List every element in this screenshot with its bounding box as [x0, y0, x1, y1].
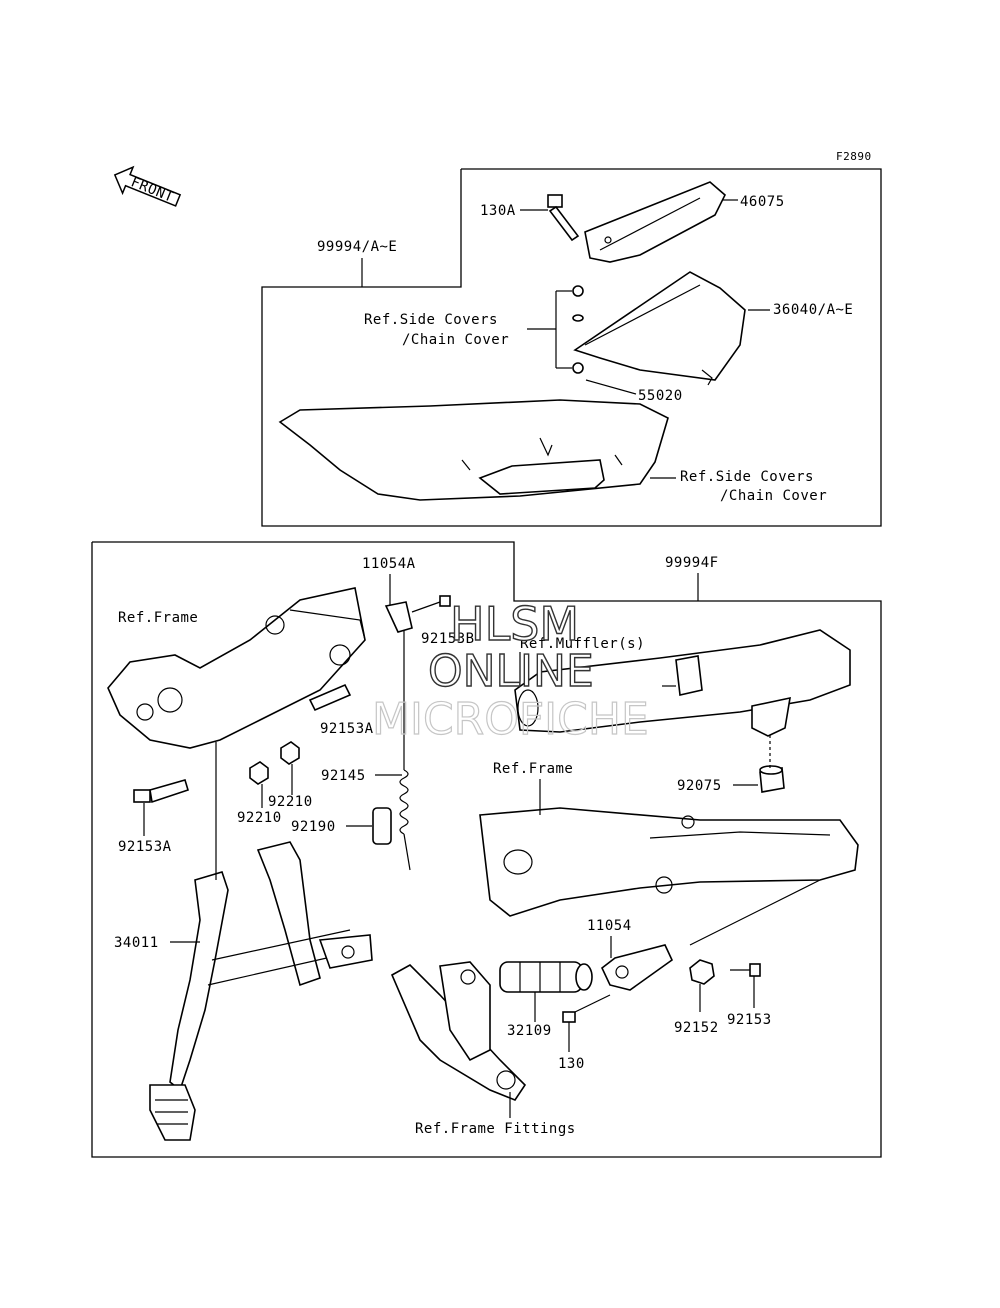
label-92210-2: 92210: [237, 810, 282, 826]
label-46075: 46075: [740, 194, 785, 210]
part-92075-damper: [759, 765, 785, 793]
watermark-line2: ONLINE: [428, 646, 594, 697]
part-92153A-bolt-upper: [308, 683, 352, 712]
watermark-line1: HLSM: [450, 597, 579, 651]
part-55020-strip: [585, 379, 637, 395]
part-92190-collar: [372, 807, 392, 845]
label-36040: 36040/A~E: [773, 302, 853, 318]
muffler: [514, 629, 851, 737]
frame-casting: [107, 587, 366, 749]
rear-frame: [479, 807, 859, 917]
group-code-lower: 99994F: [665, 555, 719, 571]
label-92153A-2: 92153A: [118, 839, 172, 855]
watermark-line3: MICROFICHE: [372, 694, 649, 745]
part-92153B-bolt: [411, 595, 451, 613]
label-92210-1: 92210: [268, 794, 313, 810]
part-92145-spring: [399, 630, 411, 871]
label-55020: 55020: [638, 388, 683, 404]
label-92153B: 92153B: [421, 631, 475, 647]
part-46075-bracket: [584, 181, 726, 263]
label-34011: 34011: [114, 935, 159, 951]
part-34011-center-stand: [149, 841, 373, 1141]
part-11054A-bracket: [384, 601, 413, 633]
part-130-bolt: [562, 994, 611, 1023]
part-11054-bracket: [601, 879, 821, 991]
label-92145: 92145: [321, 768, 366, 784]
part-130A-bolt: [547, 194, 580, 242]
part-92153-bolt: [730, 963, 761, 977]
frame-fittings-bracket: [390, 961, 527, 1101]
watermark: HLSM ONLINE MICROFICHE: [371, 596, 649, 745]
label-32109: 32109: [507, 1023, 552, 1039]
label-92153A-1: 92153A: [320, 721, 374, 737]
ref-side-covers-1b: /Chain Cover: [402, 332, 509, 348]
ref-muffler: Ref.Muffler(s): [520, 636, 645, 652]
label-92075: 92075: [677, 778, 722, 794]
rear-cowl: [278, 399, 669, 501]
part-92210-nuts: [249, 741, 300, 785]
lower-group-frame: [91, 541, 882, 1158]
fastener-stack: [572, 285, 584, 374]
label-92152: 92152: [674, 1020, 719, 1036]
upper-group-frame: [261, 168, 882, 527]
ref-side-covers-2b: /Chain Cover: [720, 488, 827, 504]
ref-frame-1: Ref.Frame: [118, 610, 198, 626]
part-36040-side-cover: [573, 271, 746, 386]
ref-side-covers-1a: Ref.Side Covers: [364, 312, 498, 328]
part-92153A-bolt-lower: [133, 779, 189, 804]
label-11054: 11054: [587, 918, 632, 934]
part-92152-collar: [689, 959, 715, 985]
part-32109-footpeg: [499, 961, 593, 993]
ref-frame-fittings: Ref.Frame Fittings: [415, 1121, 576, 1137]
ref-side-covers-2a: Ref.Side Covers: [680, 469, 814, 485]
group-code-upper: 99994/A~E: [317, 239, 397, 255]
diagram-code: F2890: [836, 150, 872, 163]
label-130: 130: [558, 1056, 585, 1072]
label-11054A: 11054A: [362, 556, 416, 572]
front-label: FRONT: [129, 174, 176, 206]
label-130A: 130A: [480, 203, 516, 219]
label-92153: 92153: [727, 1012, 772, 1028]
label-92190: 92190: [291, 819, 336, 835]
ref-frame-2: Ref.Frame: [493, 761, 573, 777]
front-arrow-icon: FRONT: [113, 165, 182, 207]
